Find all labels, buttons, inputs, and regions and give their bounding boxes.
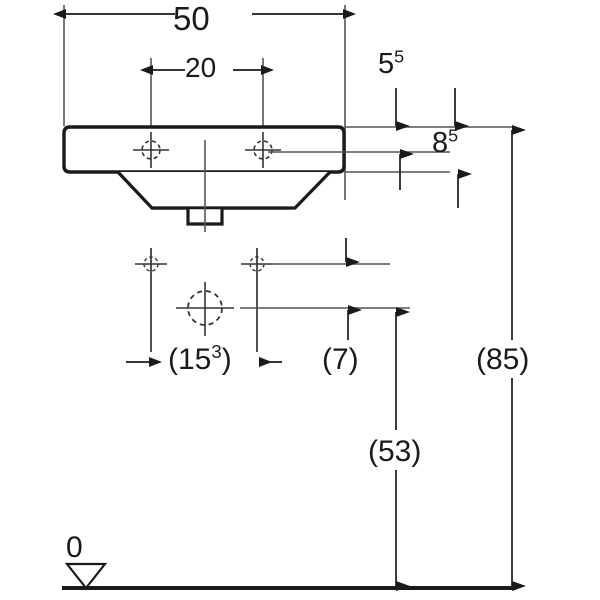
plan-view-marks bbox=[135, 248, 273, 352]
dimension-label-basin-rim-height: 85 bbox=[432, 126, 458, 159]
dimension-label-tap-hole-depth-offset-value: 5 bbox=[378, 48, 395, 80]
right-reference-lines bbox=[268, 126, 512, 173]
dimension-5-5 bbox=[395, 88, 469, 131]
tap-hole-right bbox=[245, 132, 281, 168]
dimension-7 bbox=[345, 238, 362, 340]
dimension-label-basin-rim-height-value: 8 bbox=[432, 127, 449, 159]
dimension-label-mounting-height-total: (85) bbox=[476, 343, 530, 376]
dimension-label-tap-hole-depth-offset-superscript: 5 bbox=[394, 46, 405, 67]
dimension-label-waste-outlet-height: (53) bbox=[368, 435, 422, 468]
washbasin-rim bbox=[62, 125, 346, 174]
dimension-label-width-overall: 50 bbox=[173, 0, 210, 37]
dimension-label-plan-depth-rear-suffix: ) bbox=[221, 343, 232, 376]
washbasin-body bbox=[62, 125, 346, 226]
washbasin-bowl bbox=[116, 170, 332, 210]
datum-triangle bbox=[64, 562, 108, 590]
dimension-label-plan-depth-rear-superscript: 3 bbox=[211, 341, 222, 362]
tap-hole-left bbox=[133, 132, 169, 168]
dimension-label-plan-depth-rear-value: (15 bbox=[168, 343, 212, 376]
dimension-label-plan-depth-rear: (153) bbox=[168, 342, 232, 376]
dimension-label-basin-rim-height-superscript: 5 bbox=[448, 125, 459, 146]
dimension-label-tap-hole-spacing: 20 bbox=[185, 52, 217, 83]
dimension-label-plan-depth-front: (7) bbox=[322, 343, 359, 376]
dimension-label-floor-datum: 0 bbox=[66, 531, 83, 564]
dimension-label-tap-hole-depth-offset: 55 bbox=[378, 47, 404, 80]
dimension-8-5 bbox=[399, 149, 472, 208]
plan-reference-lines bbox=[240, 263, 410, 309]
